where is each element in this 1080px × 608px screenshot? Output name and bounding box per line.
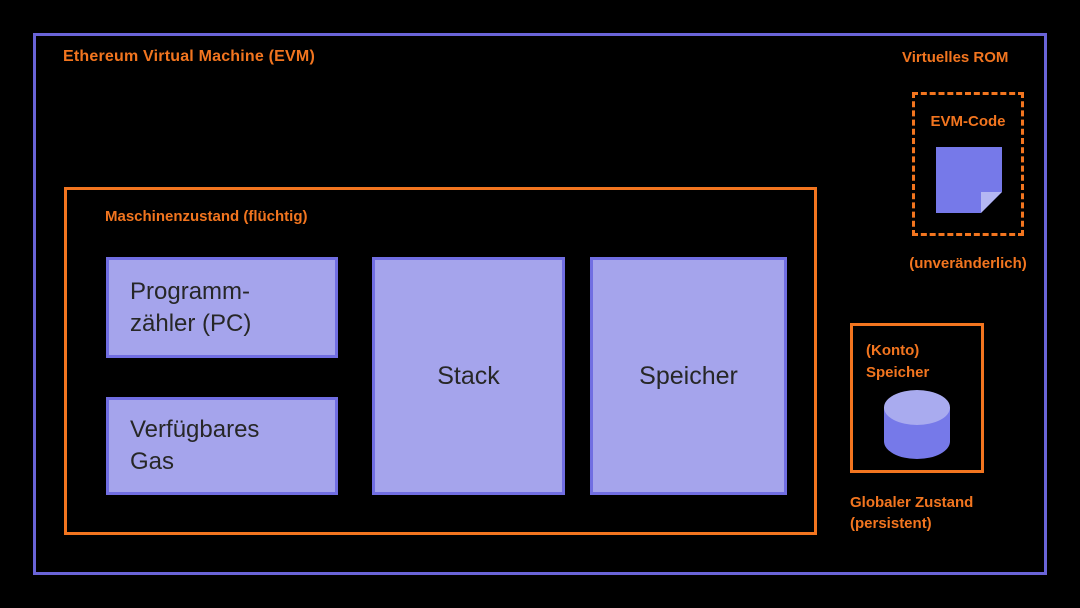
evm-code-label: EVM-Code <box>930 113 1006 130</box>
note-page-icon <box>936 147 1002 213</box>
account-storage-line2: Speicher <box>866 364 930 381</box>
machine-state-box: Maschinenzustand (flüchtig) Programm- zä… <box>64 187 817 535</box>
program-counter-line2: zähler (PC) <box>130 309 252 337</box>
program-counter-line1: Programm- <box>130 277 251 305</box>
global-state-caption: Globaler Zustand (persistent) <box>850 492 973 534</box>
account-storage-label: (Konto) Speicher <box>866 340 929 384</box>
global-state-caption-line1: Globaler Zustand <box>850 494 974 511</box>
virtual-rom-box: EVM-Code <box>912 92 1024 236</box>
account-storage-line1: (Konto) <box>866 342 920 359</box>
stack-box: Stack <box>372 257 565 495</box>
available-gas-box: Verfügbares Gas <box>106 397 338 495</box>
available-gas-line2: Gas <box>130 448 175 475</box>
evm-title: Ethereum Virtual Machine (EVM) <box>63 48 315 65</box>
available-gas-line1: Verfügbares <box>130 416 260 443</box>
memory-label: Speicher <box>639 362 738 390</box>
stack-label: Stack <box>437 362 500 390</box>
global-state-caption-line2: (persistent) <box>850 515 932 532</box>
program-counter-box: Programm- zähler (PC) <box>106 257 338 358</box>
machine-state-label: Maschinenzustand (flüchtig) <box>105 208 308 225</box>
account-storage-box: (Konto) Speicher <box>850 323 984 473</box>
note-fold-corner <box>981 192 1002 213</box>
evm-outer-container <box>33 33 1047 575</box>
virtual-rom-title: Virtuelles ROM <box>902 49 1009 66</box>
cylinder-top <box>884 390 950 425</box>
virtual-rom-caption: (unveränderlich) <box>909 255 1027 272</box>
database-cylinder-icon <box>884 390 950 459</box>
memory-box: Speicher <box>590 257 787 495</box>
